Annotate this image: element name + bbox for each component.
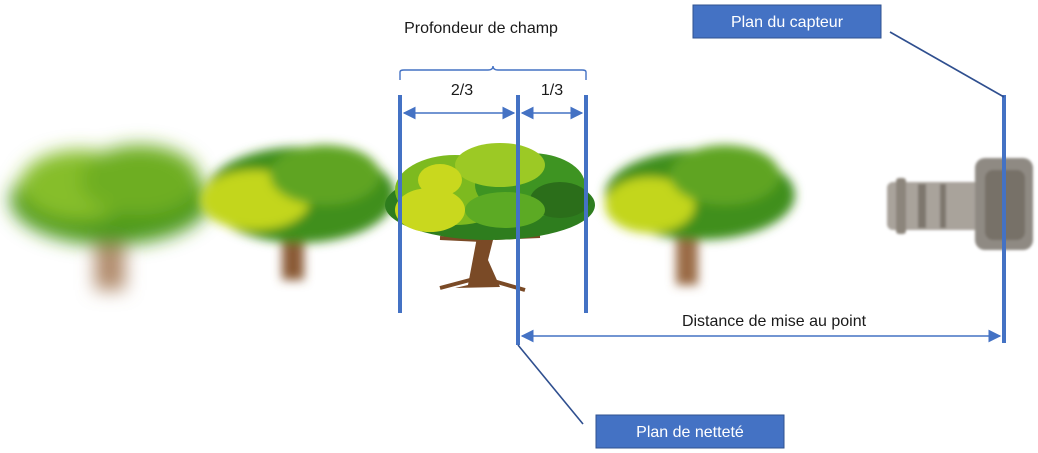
sharp-tree-icon (385, 143, 595, 292)
blurred-tree-far-icon (10, 145, 210, 290)
blurred-tree-right-icon (605, 145, 795, 285)
depth-of-field-title: Profondeur de champ (404, 20, 558, 37)
sensor-plane-callout: Plan du capteur (692, 4, 882, 39)
focus-plane-label: Plan de netteté (636, 424, 744, 441)
front-fraction-label: 2/3 (451, 82, 473, 99)
camera-icon (887, 158, 1033, 250)
sensor-plane-label: Plan du capteur (731, 14, 844, 31)
focus-distance-label: Distance de mise au point (682, 313, 867, 330)
blurred-tree-near-icon (200, 145, 395, 280)
back-fraction-label: 1/3 (541, 82, 563, 99)
depth-of-field-brace (399, 65, 587, 80)
sensor-leader-line (889, 31, 1005, 98)
focus-plane-callout: Plan de netteté (595, 414, 785, 449)
focus-leader-line (517, 344, 584, 425)
